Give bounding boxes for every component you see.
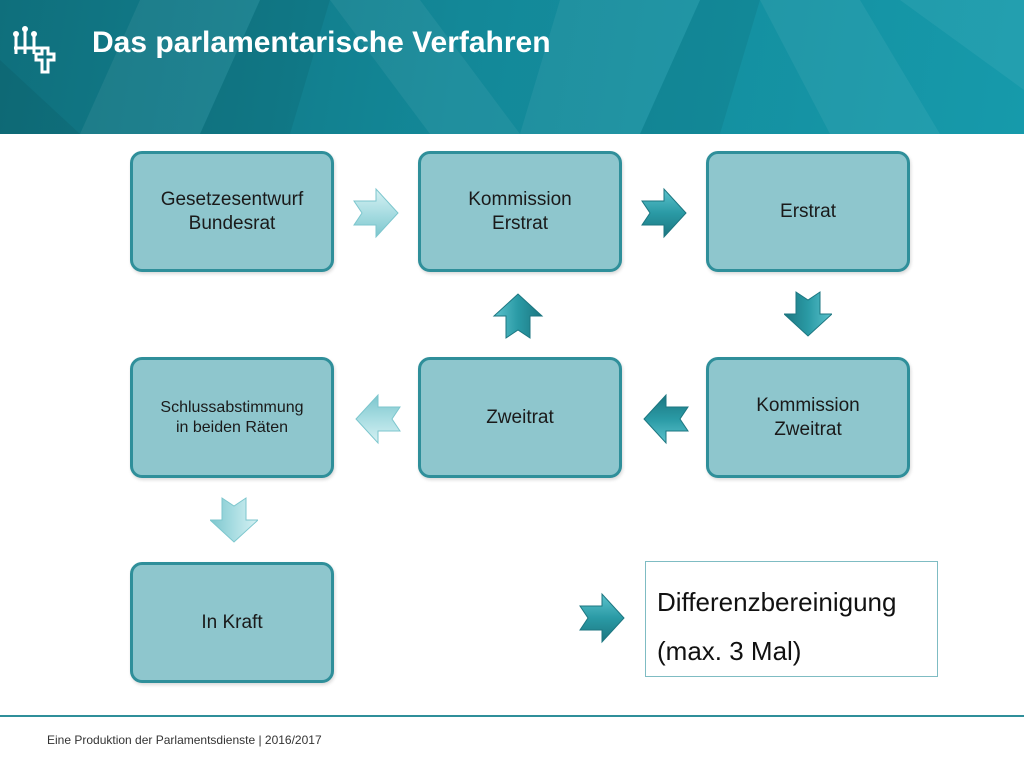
legend-line-1: Differenzbereinigung xyxy=(657,587,897,617)
arrow-right-icon xyxy=(641,187,687,239)
arrow-left-icon xyxy=(643,393,689,445)
footer-divider xyxy=(0,715,1024,717)
node-label: Erstrat xyxy=(780,200,836,222)
node-label: Kommission Zweitrat xyxy=(756,394,860,440)
arrow-right-icon xyxy=(353,187,399,239)
arrow-left-icon xyxy=(355,393,401,445)
node-label: Schlussabstimmung in beiden Räten xyxy=(160,398,304,436)
parliament-cross-icon xyxy=(13,26,56,74)
arrow-down-icon xyxy=(210,497,258,543)
header-banner: Das parlamentarische Verfahren xyxy=(0,0,1024,134)
node-schlussabstimmung: Schlussabstimmung in beiden Räten xyxy=(130,357,334,478)
legend-arrow-icon xyxy=(579,592,625,644)
page-title: Das parlamentarische Verfahren xyxy=(92,26,551,59)
node-in-kraft: In Kraft xyxy=(130,562,334,683)
arrow-down-icon xyxy=(784,291,832,337)
legend-box: Differenzbereinigung (max. 3 Mal) xyxy=(645,561,938,677)
node-label: Gesetzesentwurf Bundesrat xyxy=(160,188,304,234)
node-label: In Kraft xyxy=(201,611,263,633)
node-label: Zweitrat xyxy=(486,406,554,428)
node-kommission-erstrat: Kommission Erstrat xyxy=(418,151,622,272)
legend-line-2: (max. 3 Mal) xyxy=(657,636,802,667)
node-kommission-zweitrat: Kommission Zweitrat xyxy=(706,357,910,478)
node-zweitrat: Zweitrat xyxy=(418,357,622,478)
node-gesetzesentwurf: Gesetzesentwurf Bundesrat xyxy=(130,151,334,272)
header-pattern xyxy=(0,0,1024,134)
node-erstrat: Erstrat xyxy=(706,151,910,272)
arrow-up-icon xyxy=(492,293,544,339)
footer-text: Eine Produktion der Parlamentsdienste | … xyxy=(47,733,322,747)
node-label: Kommission Erstrat xyxy=(468,188,572,234)
